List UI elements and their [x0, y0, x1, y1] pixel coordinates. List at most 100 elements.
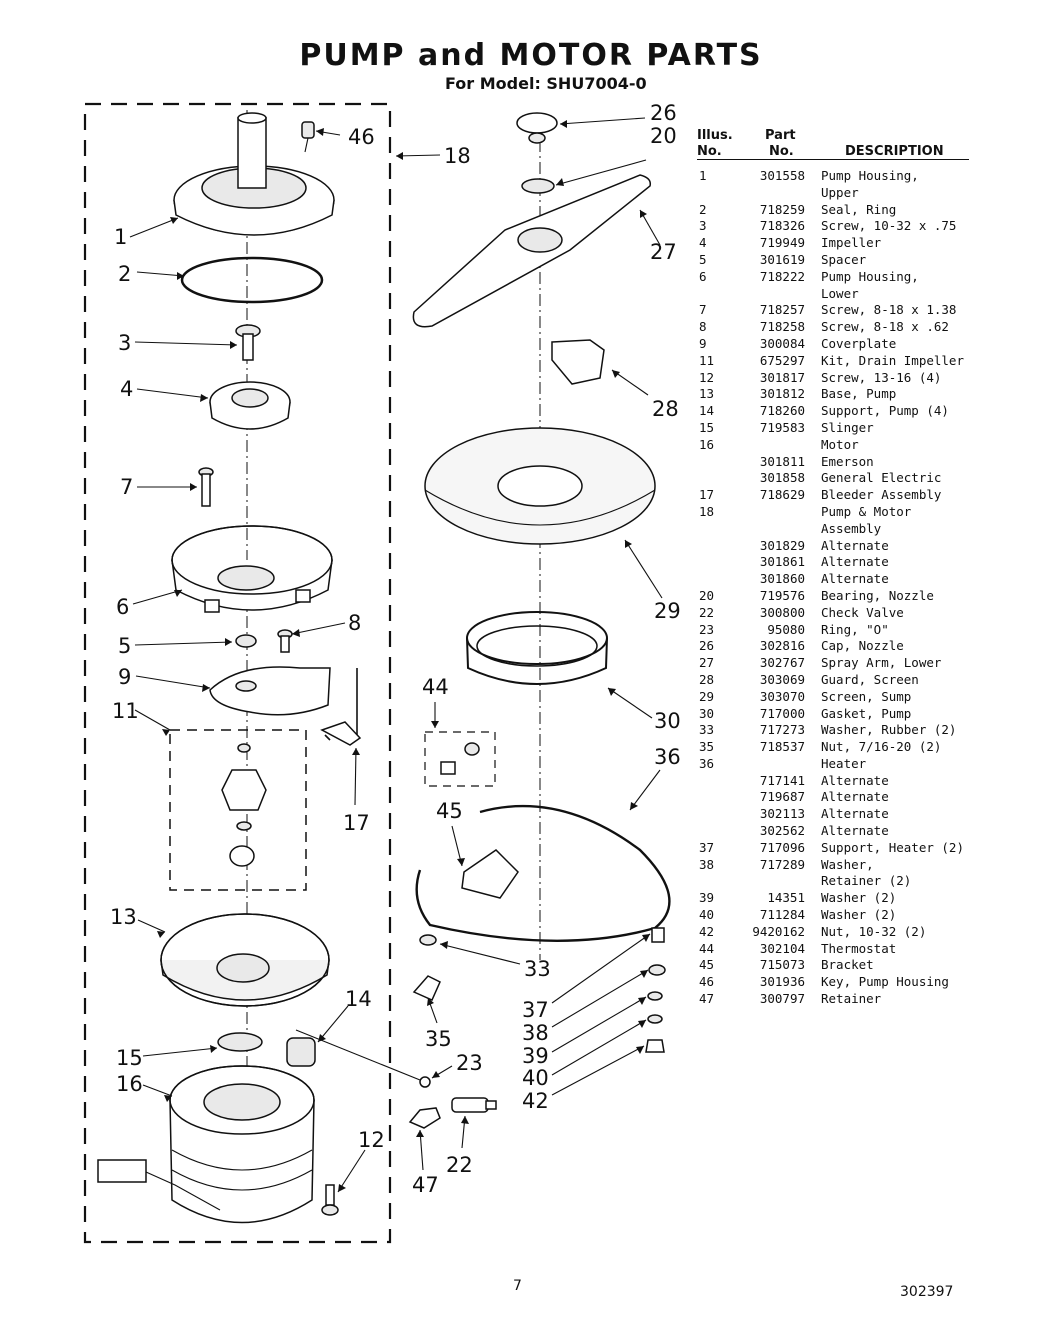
- description: Bracket: [821, 957, 874, 973]
- illus-no: 39: [699, 890, 715, 906]
- illus-no: 22: [699, 604, 715, 620]
- table-row: Upper: [697, 185, 972, 202]
- part-no: 301817: [759, 369, 805, 385]
- part-no: 301812: [759, 386, 805, 402]
- illus-no: 33: [699, 722, 715, 738]
- part-no: 300084: [759, 335, 805, 351]
- part-no: 302767: [759, 655, 805, 671]
- callout-18: 18: [444, 144, 471, 168]
- pump-housing-upper: [173, 112, 335, 236]
- description: Washer (2): [821, 907, 897, 923]
- description: Heater: [821, 755, 867, 771]
- illus-no: 47: [699, 991, 715, 1007]
- illus-no: 46: [699, 974, 715, 990]
- callout-47: 47: [412, 1173, 439, 1197]
- description: Screen, Sump: [821, 688, 912, 704]
- thermostat: [440, 742, 480, 775]
- table-row: Lower: [697, 286, 972, 303]
- description: Alternate: [821, 571, 889, 587]
- description: Cap, Nozzle: [821, 638, 904, 654]
- table-row: 36 Heater: [697, 756, 972, 773]
- description: Pump & Motor: [821, 503, 912, 519]
- description: Thermostat: [821, 940, 897, 956]
- callout-12: 12: [358, 1128, 385, 1152]
- pump-base: [160, 913, 330, 1007]
- header-part-2: No.: [769, 144, 794, 159]
- description: Support, Heater (2): [821, 839, 964, 855]
- callout-13: 13: [110, 905, 137, 929]
- description: Spacer: [821, 251, 867, 267]
- callout-20: 20: [650, 124, 677, 148]
- table-row: 29 303070 Screen, Sump: [697, 689, 972, 706]
- description: Base, Pump: [821, 386, 897, 402]
- part-no: 717273: [759, 722, 805, 738]
- description: Slinger: [821, 419, 874, 435]
- description: Washer,: [821, 856, 874, 872]
- part-no: 718257: [759, 302, 805, 318]
- description: Nut, 10-32 (2): [821, 923, 927, 939]
- illus-no: 3: [699, 218, 707, 234]
- illus-no: 26: [699, 638, 715, 654]
- illus-no: 4: [699, 235, 707, 251]
- illus-no: 44: [699, 940, 715, 956]
- illus-no: 40: [699, 907, 715, 923]
- callout-6: 6: [116, 595, 129, 619]
- illus-no: 7: [699, 302, 707, 318]
- retainer: [408, 1107, 441, 1129]
- callout-28: 28: [652, 397, 679, 421]
- description: Retainer: [821, 991, 882, 1007]
- description: Alternate: [821, 806, 889, 822]
- callout-1: 1: [114, 225, 127, 249]
- callout-3: 3: [118, 331, 131, 355]
- pump-housing-lower: [171, 525, 333, 613]
- part-no: 719949: [759, 235, 805, 251]
- part-no: 302562: [759, 823, 805, 839]
- illus-no: 17: [699, 487, 715, 503]
- description: Alternate: [821, 772, 889, 788]
- part-no: 717096: [759, 839, 805, 855]
- heater-element: [415, 804, 671, 942]
- leader-lines: [129, 117, 663, 1193]
- description: Screw, 13-16 (4): [821, 369, 942, 385]
- callout-9: 9: [118, 665, 131, 689]
- description: Screw, 8-18 x 1.38: [821, 302, 957, 318]
- illus-no: 29: [699, 688, 715, 704]
- illus-no: 36: [699, 755, 715, 771]
- header-description: DESCRIPTION: [845, 144, 944, 159]
- part-no: 14351: [767, 890, 805, 906]
- description: Nut, 7/16-20 (2): [821, 739, 942, 755]
- part-no: 303070: [759, 688, 805, 704]
- table-row: Assembly: [697, 521, 972, 538]
- part-no: 718222: [759, 268, 805, 284]
- description: Impeller: [821, 235, 882, 251]
- table-row: Retainer (2): [697, 873, 972, 890]
- description: Screw, 10-32 x .75: [821, 218, 957, 234]
- bleeder-assembly: [320, 668, 362, 746]
- o-ring: [419, 1076, 431, 1088]
- screw-10-32: [235, 324, 261, 361]
- illus-no: 18: [699, 503, 715, 519]
- callout-37: 37: [522, 998, 549, 1022]
- part-no: 301811: [759, 453, 805, 469]
- description: Alternate: [821, 554, 889, 570]
- spacer: [235, 634, 257, 648]
- callout-39: 39: [522, 1044, 549, 1068]
- description: Motor: [821, 436, 859, 452]
